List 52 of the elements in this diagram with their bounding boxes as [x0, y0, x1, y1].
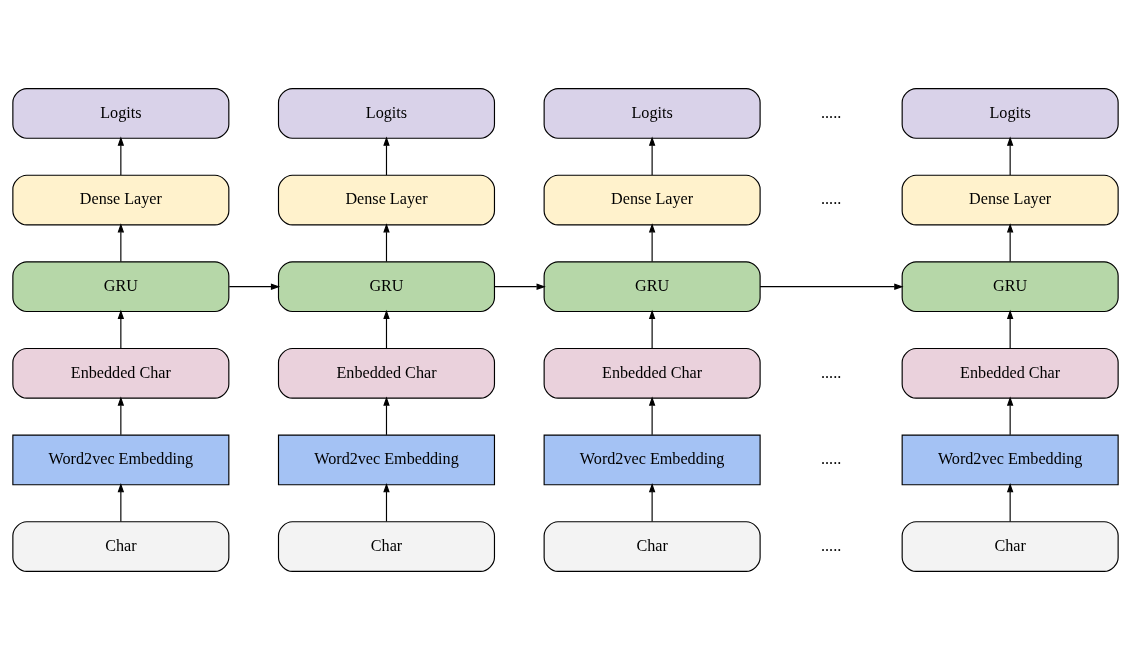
label: ..... [821, 536, 842, 554]
arrow [383, 482, 390, 522]
node-box: Dense Layer [901, 174, 1119, 225]
node-box: Word2vec Embedding [12, 434, 230, 485]
node-box: Enbedded Char [12, 347, 230, 399]
node-box: Dense Layer [277, 174, 496, 225]
arrow [383, 395, 390, 435]
arrow [117, 309, 125, 349]
node-box: GRU [277, 260, 496, 312]
node-box: GRU [12, 260, 230, 312]
arrow [383, 309, 390, 349]
node-box: Logits [543, 87, 761, 139]
node-box: Char [901, 520, 1119, 572]
arrow [383, 222, 390, 262]
node-box: Char [543, 520, 761, 572]
arrow [494, 282, 546, 290]
arrow [648, 309, 656, 349]
arrow [648, 222, 656, 262]
node-box: Logits [277, 87, 496, 139]
node-box: GRU [543, 260, 761, 312]
node-box: Word2vec Embedding [543, 434, 761, 485]
arrow [1006, 395, 1014, 435]
arrow [117, 136, 125, 176]
arrow [648, 395, 656, 435]
node-box: Dense Layer [543, 174, 761, 225]
node-box: Word2vec Embedding [277, 434, 496, 485]
node-box: Char [12, 520, 230, 572]
label: ..... [821, 103, 842, 121]
arrow [1006, 309, 1014, 349]
node-box: Enbedded Char [901, 347, 1119, 399]
node-box: Logits [12, 87, 230, 139]
label: ..... [821, 449, 842, 467]
node-box: Char [277, 520, 496, 572]
node-box: Word2vec Embedding [901, 434, 1119, 485]
arrow [228, 282, 281, 290]
arrow [1006, 482, 1014, 522]
label: ..... [821, 363, 842, 381]
arrow [1006, 222, 1014, 262]
node-box: Logits [901, 87, 1119, 139]
node-box: GRU [901, 260, 1119, 312]
arrow [383, 136, 390, 176]
arrow [759, 282, 904, 290]
arrow [1006, 136, 1014, 176]
arrow [117, 482, 125, 522]
arrow [117, 395, 125, 435]
arrow [117, 222, 125, 262]
label: ..... [821, 189, 842, 207]
arrow [648, 136, 656, 176]
node-box: Dense Layer [12, 174, 230, 225]
arrow [648, 482, 656, 522]
node-box: Enbedded Char [543, 347, 761, 399]
node-box: Enbedded Char [277, 347, 496, 399]
